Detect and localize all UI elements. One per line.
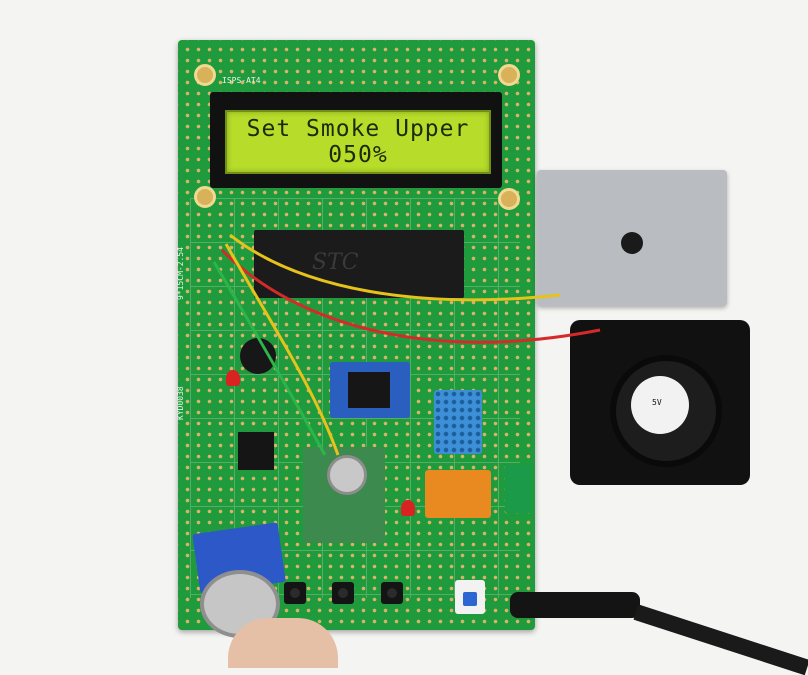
wire-red <box>220 248 601 344</box>
gas-sensor-can <box>327 455 367 495</box>
terminal-block <box>505 465 531 513</box>
fan-label-sticker <box>631 376 689 434</box>
mount-hole-top-right <box>498 64 520 86</box>
dust-sensor-hole <box>621 232 643 254</box>
wire-yellow-2 <box>224 243 340 456</box>
adc-chip <box>348 372 390 408</box>
mount-hole-top-left <box>194 64 216 86</box>
dip8-chip <box>238 432 274 470</box>
push-button-2 <box>332 582 354 604</box>
silk-model-top: ISPS-AT4 <box>222 76 261 85</box>
fan-voltage-label: 5V <box>652 398 662 407</box>
lcd-line-1: Set Smoke Upper <box>246 116 470 142</box>
silk-model-side: 9*15CM-2.54 <box>176 247 185 300</box>
led-red-right <box>401 500 415 516</box>
microcontroller-chip: STC <box>254 230 464 298</box>
wire-yellow <box>229 233 561 302</box>
chip-brand-label: STC <box>312 250 359 275</box>
dht-sensor <box>434 390 482 454</box>
silk-board-code: KYD0038 <box>176 386 185 420</box>
lcd-screen: Set Smoke Upper 050% <box>225 110 491 174</box>
power-switch-cap <box>463 592 477 606</box>
lcd-line-2: 050% <box>328 142 388 168</box>
dc-power-plug <box>510 592 640 618</box>
led-red-left <box>226 370 240 386</box>
push-button-1 <box>284 582 306 604</box>
wire-green <box>212 261 327 456</box>
relay <box>425 470 491 518</box>
mount-hole-mid-left <box>194 186 216 208</box>
push-button-3 <box>381 582 403 604</box>
mount-hole-mid-right <box>498 188 520 210</box>
finger <box>228 618 338 668</box>
